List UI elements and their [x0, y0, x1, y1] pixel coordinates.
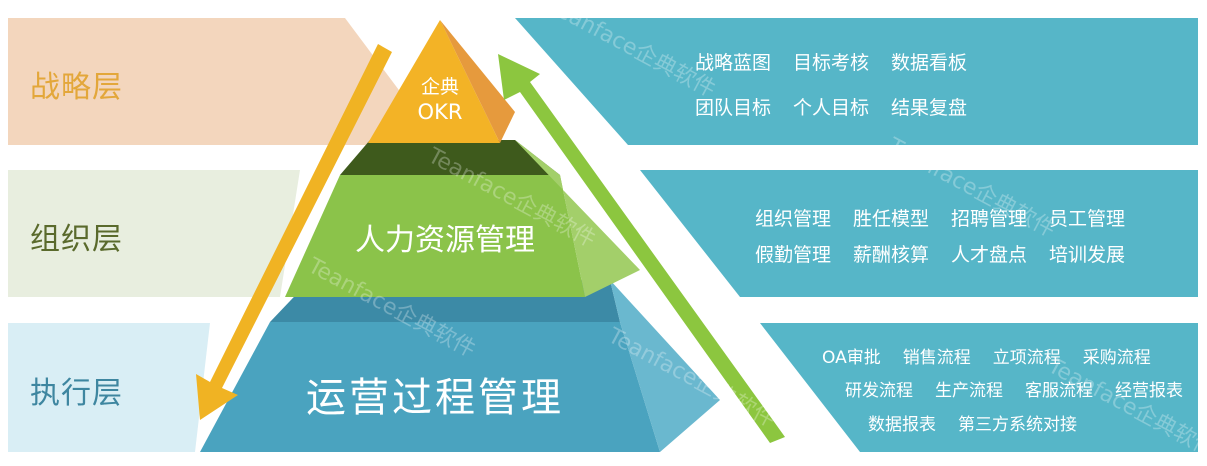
- panel-item: 团队目标: [695, 97, 772, 119]
- panel-item: 员工管理: [1049, 208, 1126, 230]
- middle-tier-front: [285, 175, 585, 297]
- middle-tier-side: [515, 140, 640, 297]
- panel-item: 立项流程: [992, 348, 1061, 368]
- execution-items-row2: 研发流程 生产流程 客服流程 经营报表: [845, 376, 1205, 401]
- panel-item: 客服流程: [1025, 381, 1093, 401]
- top-tier-label-line1: 企典: [420, 76, 459, 98]
- bottom-tier-side: [610, 280, 720, 452]
- panel-item: 战略蓝图: [695, 52, 772, 74]
- organization-layer-label: 组织层: [30, 222, 123, 257]
- organization-items-row1: 组织管理胜任模型招聘管理员工管理: [755, 204, 1147, 231]
- execution-layer-label: 执行层: [30, 376, 123, 411]
- panel-item: 培训发展: [1049, 244, 1126, 266]
- strategy-items-row2: 团队目标个人目标结果复盘: [695, 93, 989, 120]
- execution-items-row3: 数据报表 第三方系统对接: [868, 410, 1099, 435]
- down-arrow-icon: [196, 44, 392, 420]
- panel-item: OA审批: [822, 348, 881, 368]
- organization-panel: [640, 170, 1198, 297]
- strategy-panel: [515, 18, 1198, 145]
- panel-item: 研发流程: [845, 381, 913, 401]
- panel-item: 生产流程: [935, 381, 1003, 401]
- panel-item: 个人目标: [793, 97, 870, 119]
- panel-item: 采购流程: [1082, 348, 1151, 368]
- middle-tier-label: 人力资源管理: [355, 223, 535, 258]
- panel-item: 招聘管理: [951, 208, 1028, 230]
- panel-item: 目标考核: [793, 52, 870, 74]
- panel-item: 人才盘点: [951, 244, 1028, 266]
- strategy-items-row1: 战略蓝图目标考核数据看板: [695, 48, 989, 75]
- panel-item: 薪酬核算: [853, 244, 930, 266]
- strategy-band: [8, 18, 440, 145]
- panel-item: 数据看板: [891, 52, 968, 74]
- panel-item: 经营报表: [1115, 381, 1183, 401]
- panel-item: 组织管理: [755, 208, 832, 230]
- execution-panel: [760, 323, 1198, 452]
- middle-tier-top: [340, 140, 560, 175]
- organization-items-row2: 假勤管理薪酬核算人才盘点培训发展: [755, 240, 1147, 267]
- bottom-tier-label: 运营过程管理: [306, 375, 564, 421]
- top-tier-side: [440, 20, 515, 143]
- panel-item: 结果复盘: [891, 97, 968, 119]
- panel-item: 第三方系统对接: [958, 415, 1077, 435]
- organization-band: [8, 170, 300, 297]
- execution-band: [8, 323, 210, 452]
- panel-item: 销售流程: [902, 348, 971, 368]
- execution-items-row1: OA审批 销售流程 立项流程 采购流程: [822, 343, 1173, 368]
- bottom-tier-front: [200, 322, 660, 452]
- panel-item: 假勤管理: [755, 244, 832, 266]
- panel-item: 胜任模型: [853, 208, 930, 230]
- top-tier-label-line2: OKR: [417, 100, 463, 124]
- strategy-layer-label: 战略层: [30, 70, 123, 105]
- panel-item: 数据报表: [868, 415, 936, 435]
- top-tier-front: [368, 20, 500, 143]
- up-arrow-icon: [498, 54, 785, 443]
